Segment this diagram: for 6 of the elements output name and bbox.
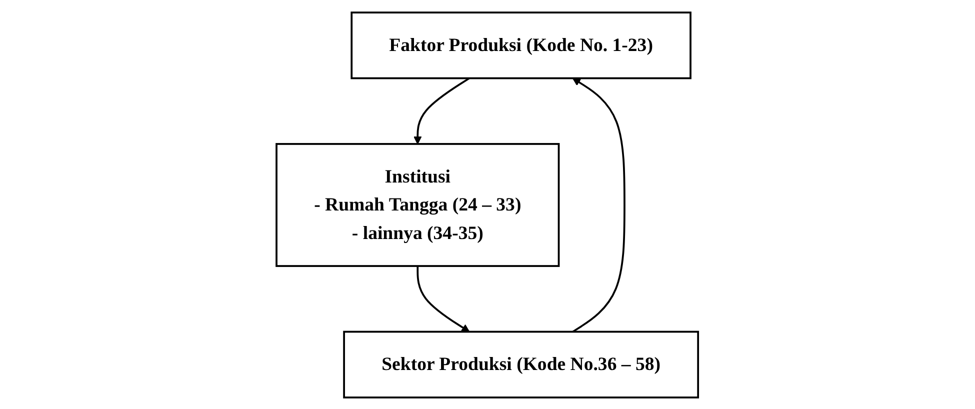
- arrow: [414, 76, 470, 144]
- arrow: [572, 77, 626, 332]
- process-box: Sektor Produksi (Kode No.36 – 58): [343, 330, 700, 398]
- process-box: Faktor Produksi (Kode No. 1-23): [350, 11, 692, 79]
- process-box: Institusi - Rumah Tangga (24 – 33) - lainnya (34-35): [276, 142, 560, 266]
- arrow: [416, 266, 470, 332]
